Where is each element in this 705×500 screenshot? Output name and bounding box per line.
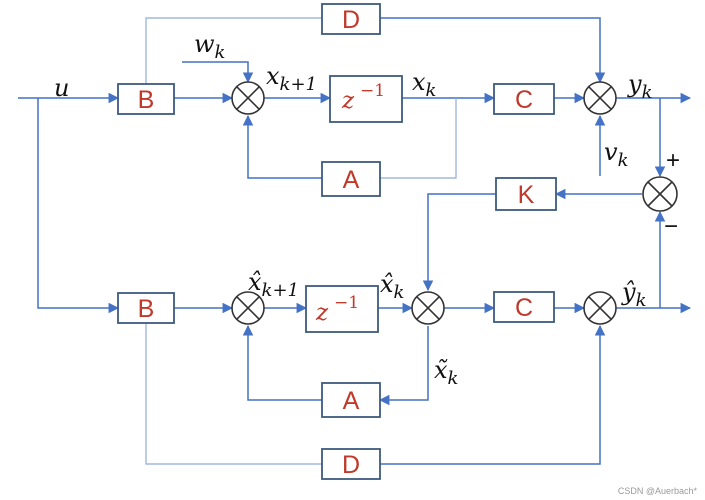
svg-text:A: A bbox=[343, 166, 360, 194]
svg-text:K: K bbox=[518, 181, 535, 209]
svg-text:B: B bbox=[138, 86, 155, 114]
sign-minus: − bbox=[664, 213, 678, 240]
svg-text:C: C bbox=[515, 86, 533, 114]
block-d-bottom: D bbox=[321, 448, 381, 480]
sum-junction-error bbox=[642, 176, 678, 212]
block-b-top: B bbox=[117, 83, 175, 115]
label-u: u bbox=[54, 74, 69, 102]
sum-junction-correction bbox=[411, 291, 445, 325]
watermark: CSDN @Auerbach* bbox=[618, 486, 698, 496]
block-b-bottom: B bbox=[117, 292, 175, 324]
wire-u-to-d-bottom bbox=[145, 324, 322, 465]
wire-x-to-a-top bbox=[380, 98, 457, 179]
sum-junction-state bbox=[231, 81, 265, 115]
wire-sum4-to-a-bottom bbox=[378, 326, 429, 406]
wire-d-bottom-to-sum5 bbox=[380, 324, 606, 465]
label-v: vk bbox=[604, 138, 628, 171]
wire-u-to-d-top bbox=[145, 17, 322, 84]
wire-d-top-to-sum2 bbox=[380, 17, 606, 84]
label-yhat: ŷk bbox=[621, 278, 646, 311]
block-a-top: A bbox=[321, 161, 381, 197]
block-c-bottom: C bbox=[493, 291, 555, 323]
svg-text:D: D bbox=[342, 451, 360, 479]
svg-text:D: D bbox=[342, 6, 360, 34]
svg-text:C: C bbox=[515, 294, 533, 322]
label-x: xk bbox=[412, 68, 436, 101]
delay-top-z: z bbox=[341, 88, 355, 114]
label-y: yk bbox=[627, 70, 652, 103]
wire-u-to-b-bottom bbox=[37, 98, 120, 314]
sum-junction-estimate bbox=[231, 291, 265, 325]
sum-junction-output bbox=[583, 81, 617, 115]
block-k-gain: K bbox=[495, 177, 557, 211]
wire-w-to-sum1 bbox=[182, 61, 254, 84]
delay-top-exp: −1 bbox=[360, 81, 385, 101]
wire-k-to-sum4 bbox=[422, 193, 496, 292]
svg-text:A: A bbox=[343, 387, 360, 415]
label-w: wk bbox=[194, 30, 225, 63]
wire-a-bottom-to-sum3 bbox=[242, 324, 322, 401]
delay-bottom-z: z bbox=[315, 300, 329, 326]
block-delay-bottom: z −1 bbox=[305, 285, 379, 333]
block-d-top: D bbox=[321, 3, 381, 35]
delay-bottom-exp: −1 bbox=[334, 293, 359, 313]
label-x-next: xk+1 bbox=[266, 62, 317, 95]
wire-a-top-to-sum1 bbox=[242, 114, 322, 179]
sum-junction-estimate-output bbox=[583, 291, 617, 325]
block-delay-top: z −1 bbox=[329, 75, 403, 123]
label-xhat-next: x̂k+1 bbox=[248, 268, 299, 301]
label-xtilde: x̃k bbox=[434, 356, 458, 389]
sign-plus: + bbox=[666, 147, 680, 174]
wires bbox=[18, 17, 692, 465]
label-xhat: x̂k bbox=[380, 270, 404, 303]
block-c-top: C bbox=[493, 83, 555, 115]
svg-text:B: B bbox=[138, 295, 155, 323]
block-a-bottom: A bbox=[321, 382, 381, 418]
